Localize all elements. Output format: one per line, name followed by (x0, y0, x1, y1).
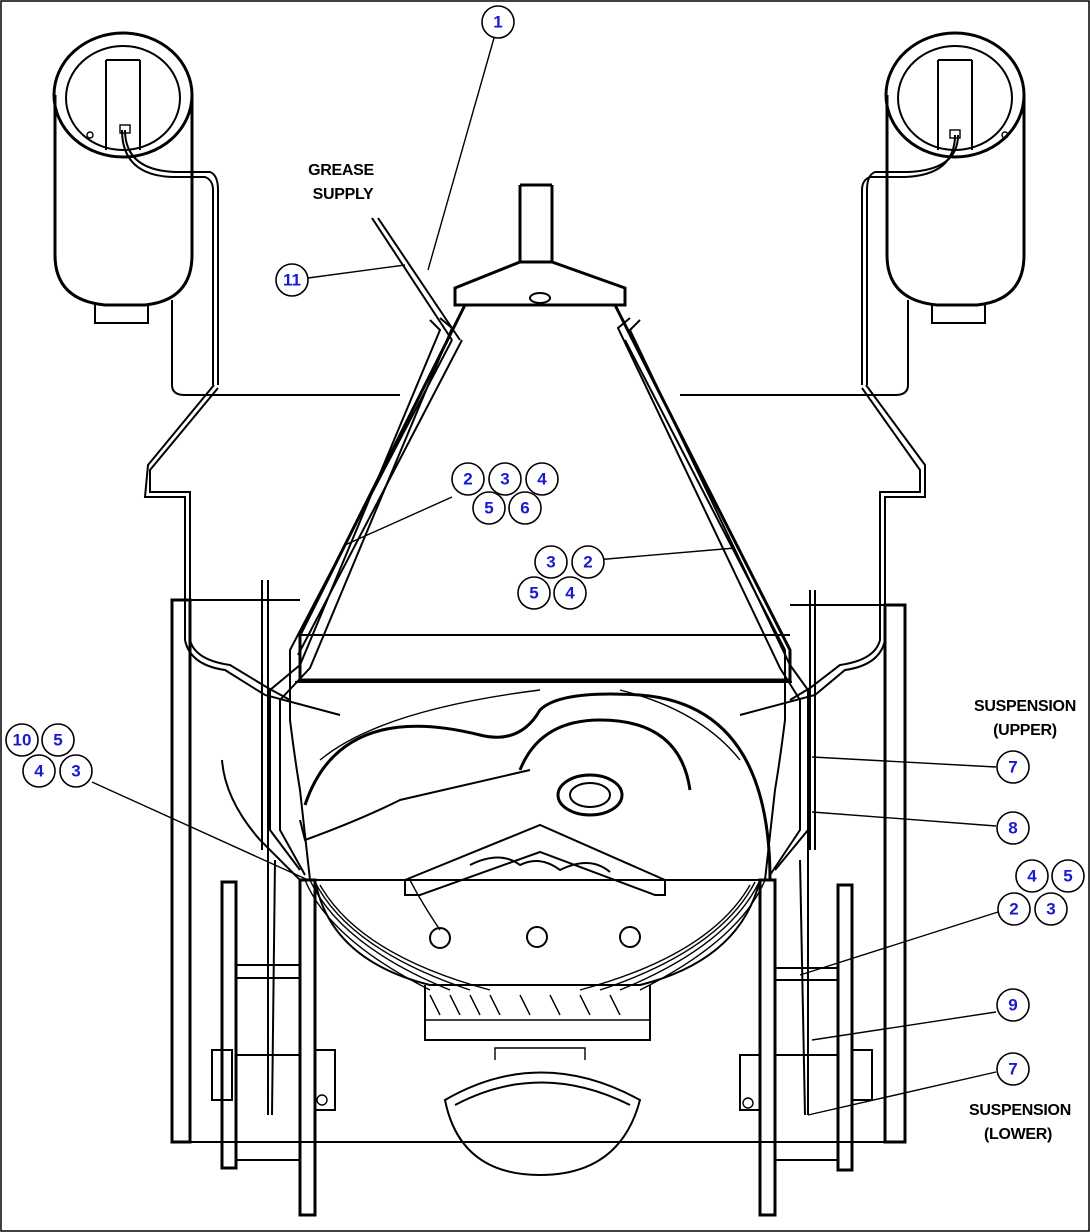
suspension-upper-label-line1: SUSPENSION (974, 698, 1076, 715)
callout-group-3: 10 5 4 3 (5, 723, 93, 788)
callout-group-1-num-1: 3 (500, 470, 509, 489)
callout-group-3-num-2: 4 (34, 762, 44, 781)
callout-1: 1 (481, 5, 515, 39)
callout-group-2-num-0: 3 (546, 553, 555, 572)
grease-supply-label-line1: GREASE (308, 162, 374, 179)
callout-9: 9 (996, 988, 1030, 1022)
callout-group-3-num-3: 3 (71, 762, 80, 781)
callout-8-num: 8 (1008, 819, 1017, 838)
right-suspension-cylinder (884, 31, 1026, 324)
left-suspension-cylinder (52, 31, 194, 324)
callout-group-2-num-3: 4 (565, 584, 575, 603)
suspension-lower-label-line1: SUSPENSION (969, 1102, 1071, 1119)
a-frame-structure (295, 183, 792, 683)
callout-group-1-num-4: 6 (520, 499, 529, 518)
callout-11-num: 11 (283, 271, 301, 290)
callout-group-2-num-1: 2 (583, 553, 592, 572)
callout-group-3-num-0: 10 (13, 731, 32, 750)
suspension-lower-label: SUSPENSION (LOWER) (969, 1102, 1071, 1143)
grease-lines-left (121, 129, 463, 1116)
suspension-lower-label-line2: (LOWER) (984, 1126, 1052, 1143)
callout-group-1: 2 3 4 5 6 (451, 462, 559, 525)
manifold-feed-lines (304, 689, 766, 991)
callout-7-upper: 7 (996, 750, 1030, 784)
grease-supply-label-line2: SUPPLY (313, 186, 374, 203)
grease-supply-label: GREASE SUPPLY (308, 162, 375, 203)
callout-7-upper-num: 7 (1008, 758, 1017, 777)
suspension-upper-label: SUSPENSION (UPPER) (974, 698, 1076, 739)
callout-group-1-num-2: 4 (537, 470, 547, 489)
callout-group-1-num-0: 2 (463, 470, 472, 489)
callout-group-4: 4 5 2 3 (997, 859, 1085, 926)
callout-group-4-num-2: 2 (1009, 900, 1018, 919)
callout-group-1-num-3: 5 (484, 499, 493, 518)
callout-8: 8 (996, 811, 1030, 845)
grease-lines-right (616, 134, 959, 1116)
suspension-upper-label-line2: (UPPER) (993, 722, 1057, 739)
callout-1-num: 1 (493, 13, 502, 32)
center-housing (299, 692, 772, 1177)
callout-9-num: 9 (1008, 996, 1017, 1015)
callout-group-2-num-2: 5 (529, 584, 538, 603)
callout-7-lower-num: 7 (1008, 1060, 1017, 1079)
callout-group-4-num-1: 5 (1063, 867, 1072, 886)
callout-11: 11 (275, 263, 309, 297)
leader-lines (91, 37, 999, 1116)
callout-7-lower: 7 (996, 1052, 1030, 1086)
callout-group-4-num-3: 3 (1046, 900, 1055, 919)
callout-group-2: 3 2 5 4 (517, 545, 605, 610)
callout-group-3-num-1: 5 (53, 731, 62, 750)
callout-group-4-num-0: 4 (1027, 867, 1037, 886)
